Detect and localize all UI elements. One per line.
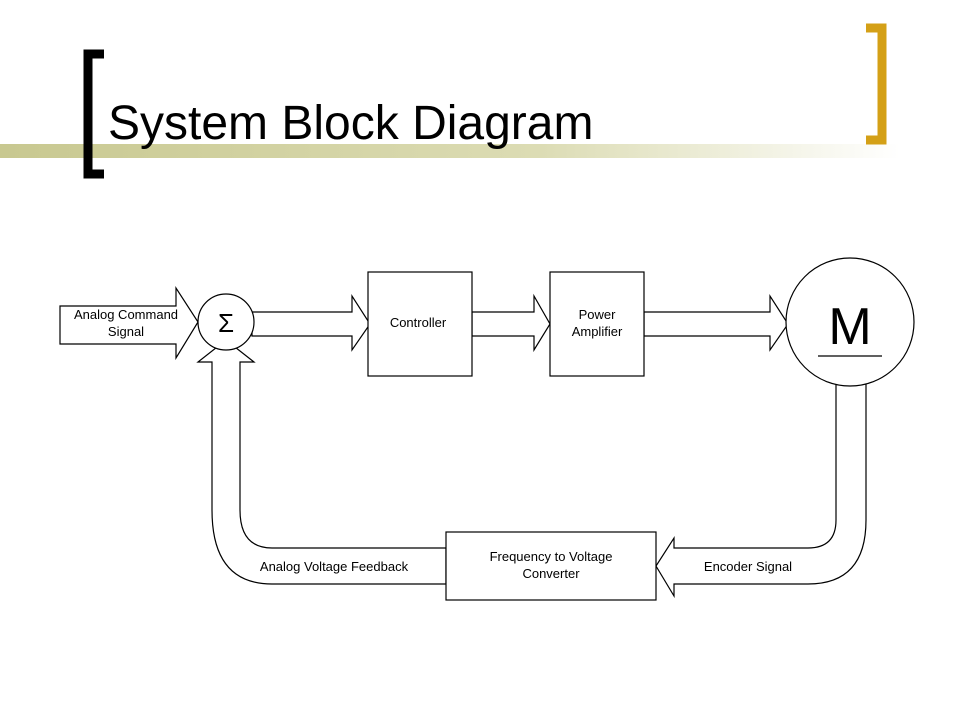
summing-symbol: Σ xyxy=(218,308,234,338)
power-amplifier-block xyxy=(549,271,645,377)
block-diagram xyxy=(59,257,915,601)
converter-block xyxy=(445,531,657,601)
amplifier-label-line1: Power xyxy=(579,307,617,322)
converter-label-line1: Frequency to Voltage xyxy=(490,549,613,564)
input-arrow xyxy=(59,285,199,361)
encoder-signal-label: Encoder Signal xyxy=(704,559,792,574)
motor-circle xyxy=(785,257,915,387)
summing-junction xyxy=(197,293,255,351)
controller-block xyxy=(367,271,473,377)
amplifier-label-line2: Amplifier xyxy=(572,324,623,339)
controller-label: Controller xyxy=(390,315,447,330)
converter-label-line2: Converter xyxy=(522,566,580,581)
slide-title: System Block Diagram xyxy=(108,97,594,150)
feedback-label: Analog Voltage Feedback xyxy=(260,559,409,574)
title-underline-bar xyxy=(0,144,900,158)
left-bracket xyxy=(83,49,104,179)
feedback-arrow xyxy=(196,339,447,585)
input-label-line1: Analog Command xyxy=(74,307,178,322)
arrow-controller-to-amplifier xyxy=(471,293,551,353)
motor-label: M xyxy=(828,298,871,356)
right-bracket xyxy=(866,23,887,145)
encoder-signal-arrow xyxy=(655,383,867,599)
arrow-sum-to-controller xyxy=(251,293,371,352)
arrow-amplifier-to-motor xyxy=(643,293,789,352)
input-label-line2: Signal xyxy=(108,324,144,339)
